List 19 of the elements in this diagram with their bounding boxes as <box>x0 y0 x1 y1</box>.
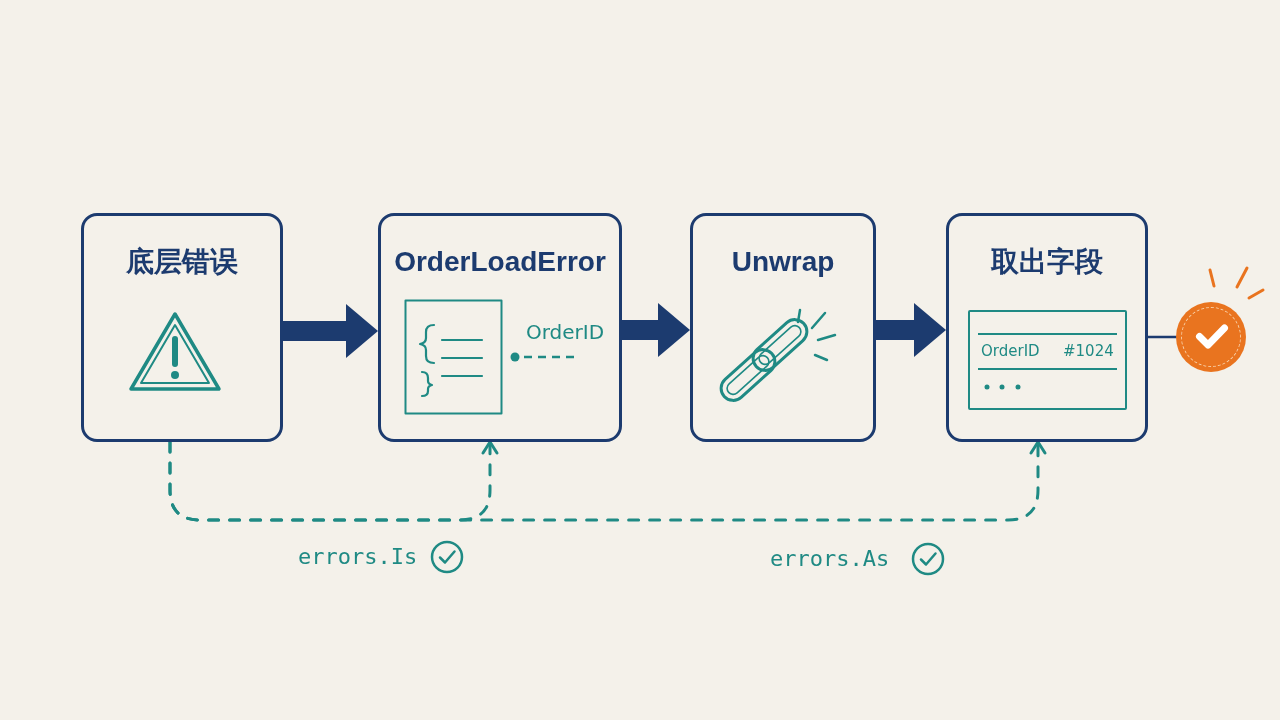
field-label: OrderID <box>526 320 605 344</box>
box-title: OrderLoadError <box>394 245 606 279</box>
box-title: Unwrap <box>731 245 835 279</box>
step-card <box>690 213 876 442</box>
field-value: #1024 <box>1063 341 1114 361</box>
field-table <box>968 310 1127 410</box>
edge-label: errors.As <box>770 545 890 573</box>
box-title: 底层错误 <box>126 245 238 279</box>
arrow <box>876 303 946 357</box>
connector-line <box>1146 335 1178 339</box>
step-card <box>378 213 622 442</box>
dashed-arrow <box>168 440 1047 522</box>
box-title: 取出字段 <box>991 245 1103 279</box>
field-name: OrderID <box>981 341 1040 361</box>
edge-label: errors.Is <box>298 543 418 571</box>
step-card <box>946 213 1148 442</box>
arrow <box>283 304 378 358</box>
arrow <box>622 303 690 357</box>
step-card <box>81 213 283 442</box>
